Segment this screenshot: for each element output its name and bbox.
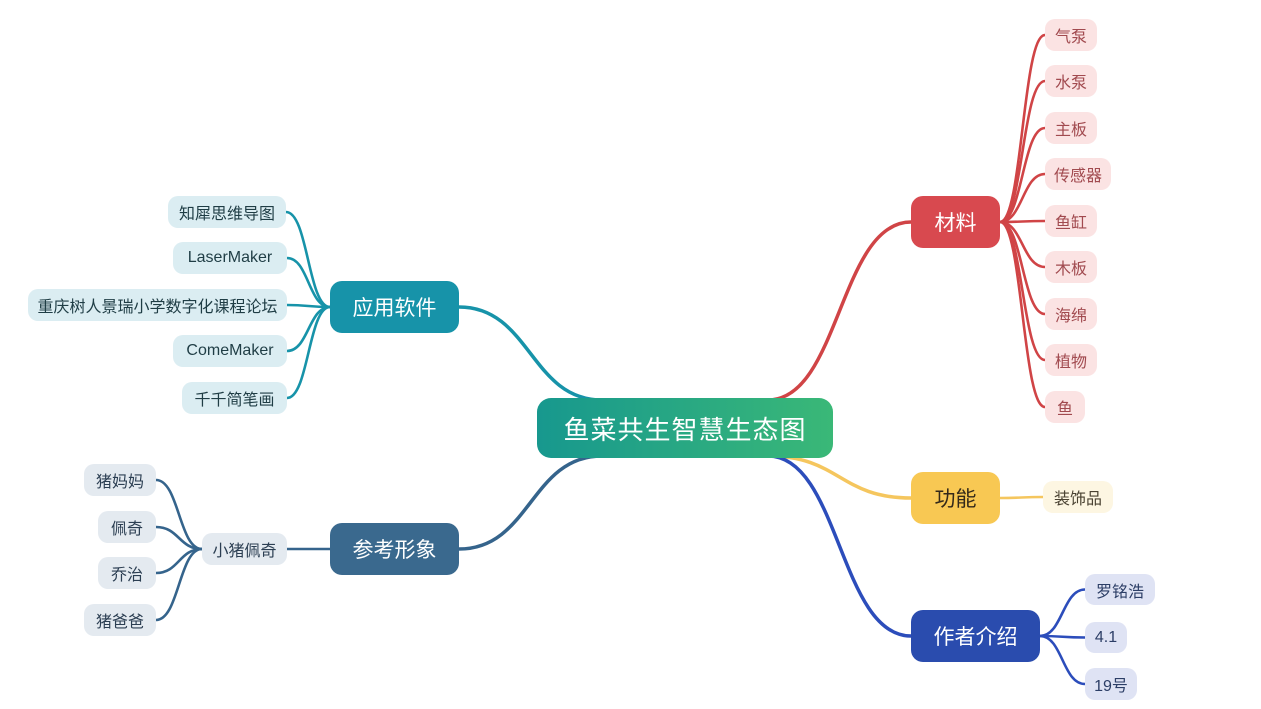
node-sensor[interactable]: 传感器: [1045, 158, 1111, 190]
node-peiqi[interactable]: 佩奇: [98, 511, 156, 543]
node-functions[interactable]: 功能: [911, 472, 1000, 524]
node-author-name[interactable]: 罗铭浩: [1085, 574, 1155, 605]
node-daddy-pig[interactable]: 猪爸爸: [84, 604, 156, 636]
edge-apps-zhixi: [284, 210, 332, 309]
edge-root-materials: [766, 220, 913, 402]
node-zhixi[interactable]: 知犀思维导图: [168, 196, 286, 228]
node-peppa[interactable]: 小猪佩奇: [202, 533, 287, 565]
node-main-board[interactable]: 主板: [1045, 112, 1097, 144]
edge-root-apps: [457, 305, 604, 402]
edge-functions-decoration: [998, 495, 1045, 500]
edge-apps-qianqian: [285, 305, 332, 400]
edge-peppa-daddy-pig: [154, 547, 204, 622]
edge-apps-comemaker: [285, 305, 332, 353]
node-root[interactable]: 鱼菜共生智慧生态图: [537, 398, 833, 458]
edge-materials-fish-tank: [998, 219, 1047, 224]
node-mummy-pig[interactable]: 猪妈妈: [84, 464, 156, 496]
edge-author-author-number: [1038, 634, 1087, 686]
node-qianqian[interactable]: 千千简笔画: [182, 382, 287, 414]
edge-peppa-mummy-pig: [154, 478, 204, 551]
node-fish-tank[interactable]: 鱼缸: [1045, 205, 1097, 237]
node-author[interactable]: 作者介绍: [911, 610, 1040, 662]
node-comemaker[interactable]: ComeMaker: [173, 335, 287, 367]
node-fish[interactable]: 鱼: [1045, 391, 1085, 423]
node-lasermaker[interactable]: LaserMaker: [173, 242, 287, 274]
edge-author-author-name: [1038, 588, 1087, 638]
edge-materials-fish: [998, 220, 1047, 409]
node-author-class[interactable]: 4.1: [1085, 622, 1127, 653]
node-forum[interactable]: 重庆树人景瑞小学数字化课程论坛: [28, 289, 287, 321]
edge-materials-air-pump: [998, 33, 1047, 224]
edge-root-author: [766, 454, 913, 638]
node-george[interactable]: 乔治: [98, 557, 156, 589]
node-air-pump[interactable]: 气泵: [1045, 19, 1097, 51]
node-reference[interactable]: 参考形象: [330, 523, 459, 575]
edge-materials-sponge: [998, 220, 1047, 316]
node-sponge[interactable]: 海绵: [1045, 298, 1097, 330]
node-wood-board[interactable]: 木板: [1045, 251, 1097, 283]
node-author-number[interactable]: 19号: [1085, 668, 1137, 700]
edge-materials-main-board: [998, 126, 1047, 224]
node-apps[interactable]: 应用软件: [330, 281, 459, 333]
node-plants[interactable]: 植物: [1045, 344, 1097, 376]
node-water-pump[interactable]: 水泵: [1045, 65, 1097, 97]
node-decoration[interactable]: 装饰品: [1043, 481, 1113, 513]
edge-materials-water-pump: [998, 79, 1047, 224]
edge-root-reference: [457, 454, 604, 551]
edge-materials-sensor: [998, 172, 1047, 224]
node-materials[interactable]: 材料: [911, 196, 1000, 248]
